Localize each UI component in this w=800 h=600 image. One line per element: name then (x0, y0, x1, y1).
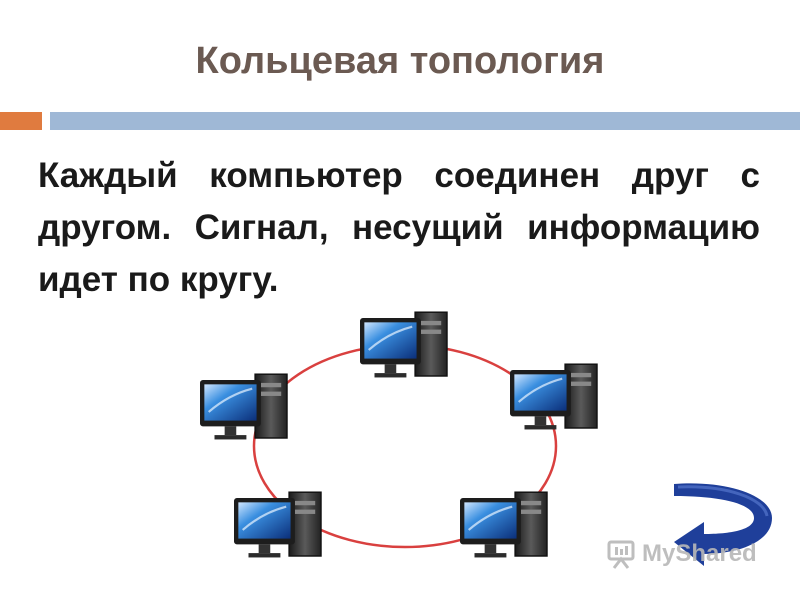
computer-node-upper-left[interactable] (198, 373, 289, 441)
computer-node-upper-right[interactable] (508, 363, 599, 431)
myshared-logo-icon (607, 540, 635, 569)
curved-back-arrow-icon (674, 483, 772, 566)
computer-node-lower-right[interactable] (458, 491, 549, 559)
body-text: Каждый компьютер соединен друг с другом.… (38, 150, 760, 306)
body-line-3: информацию идет по кругу. (38, 208, 760, 299)
back-arrow-button[interactable] (668, 478, 778, 568)
watermark-text: MyShared (642, 540, 757, 567)
accent-bar-orange (0, 112, 42, 130)
accent-bar-blue (50, 112, 800, 130)
computer-node-lower-left[interactable] (232, 491, 323, 559)
computer-node-top[interactable] (358, 311, 449, 379)
slide-title: Кольцевая топология (195, 40, 605, 82)
body-line-1: Каждый компьютер соединен друг с (38, 156, 760, 195)
body-line-2: другом. Сигнал, несущий (38, 208, 504, 247)
watermark: MyShared (606, 536, 757, 572)
